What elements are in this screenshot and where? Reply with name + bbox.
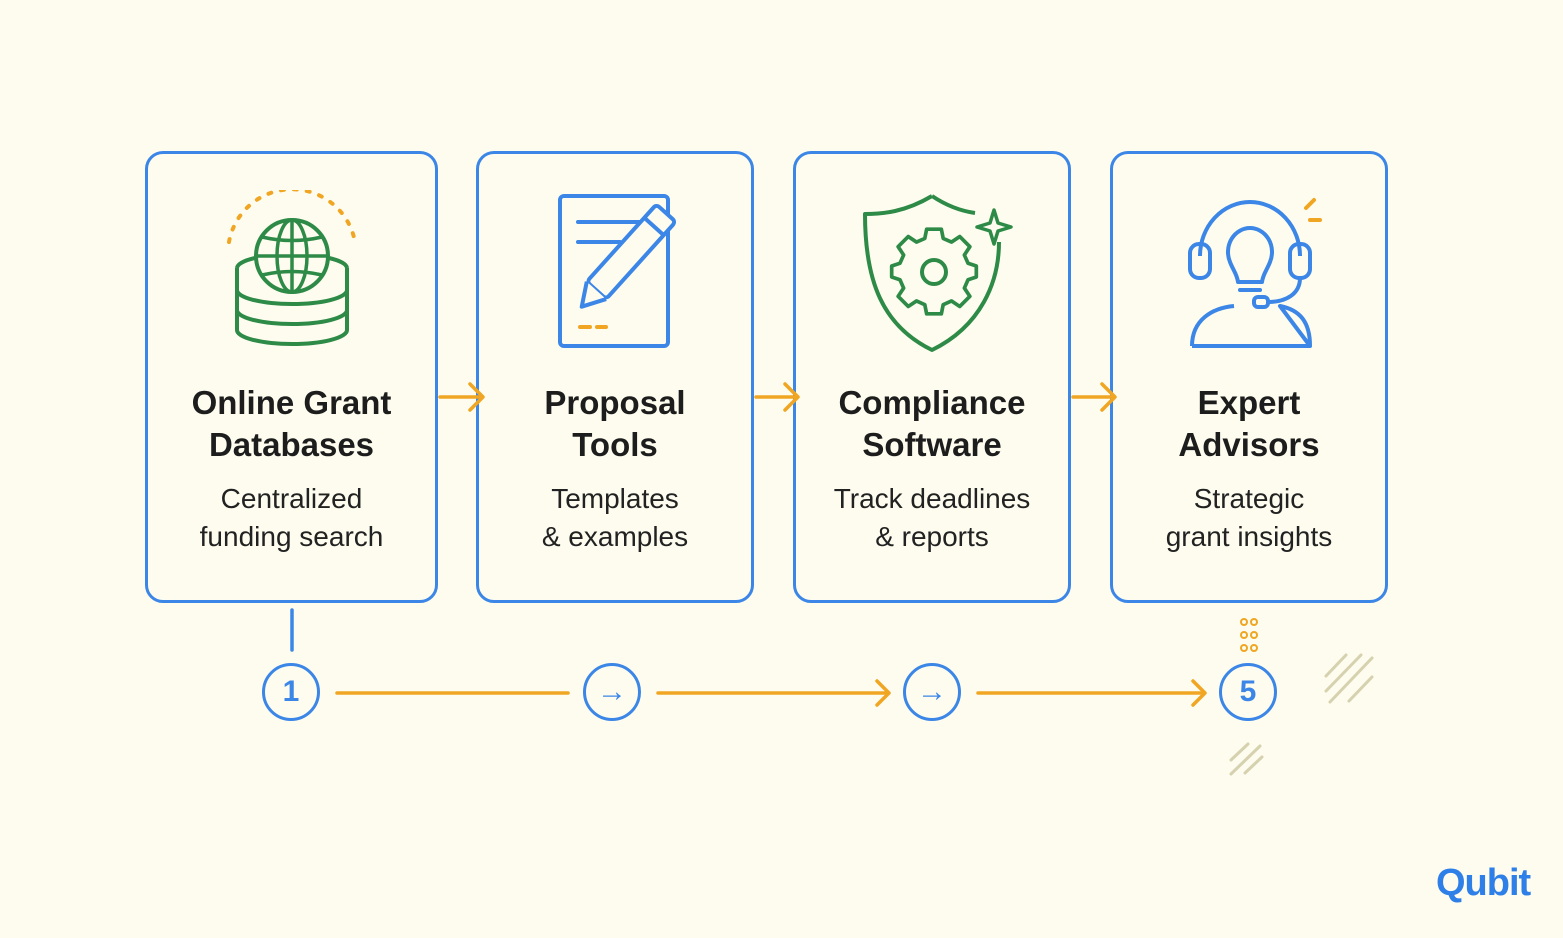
card-title: Online Grant Databases — [191, 384, 392, 463]
card-description: Centralized funding search — [199, 483, 384, 552]
card-compliance-software: Compliance Software Track deadlines & re… — [793, 151, 1071, 603]
timeline-arrow-2 — [656, 679, 891, 707]
step-circle-2: → — [583, 663, 641, 721]
card-proposal-tools: Proposal Tools Templates & examples — [476, 151, 754, 603]
connector-arrow-3-4 — [1071, 382, 1117, 412]
card-online-grant-databases: Online Grant Databases Centralized fundi… — [145, 151, 438, 603]
document-pen-icon — [479, 190, 751, 360]
card-description: Strategic grant insights — [1165, 483, 1333, 552]
dots-decoration — [1240, 618, 1258, 652]
step-circle-5: 5 — [1219, 663, 1277, 721]
shield-gear-icon — [796, 190, 1068, 360]
card-expert-advisors: Expert Advisors Strategic grant insights — [1110, 151, 1388, 603]
card-title: Compliance Software — [838, 384, 1026, 463]
card-description: Templates & examples — [541, 483, 689, 552]
brand-logo: Qubit — [1436, 862, 1531, 904]
timeline-arrow-3 — [976, 679, 1207, 707]
card-title: Proposal Tools — [544, 384, 686, 463]
step-circle-3: → — [903, 663, 961, 721]
card-title: Expert Advisors — [1178, 384, 1320, 463]
headset-advisor-icon — [1113, 190, 1385, 360]
connector-arrow-2-3 — [754, 382, 800, 412]
globe-database-icon — [148, 190, 435, 360]
step-circle-1: 1 — [262, 663, 320, 721]
card-description: Track deadlines & reports — [833, 483, 1031, 552]
